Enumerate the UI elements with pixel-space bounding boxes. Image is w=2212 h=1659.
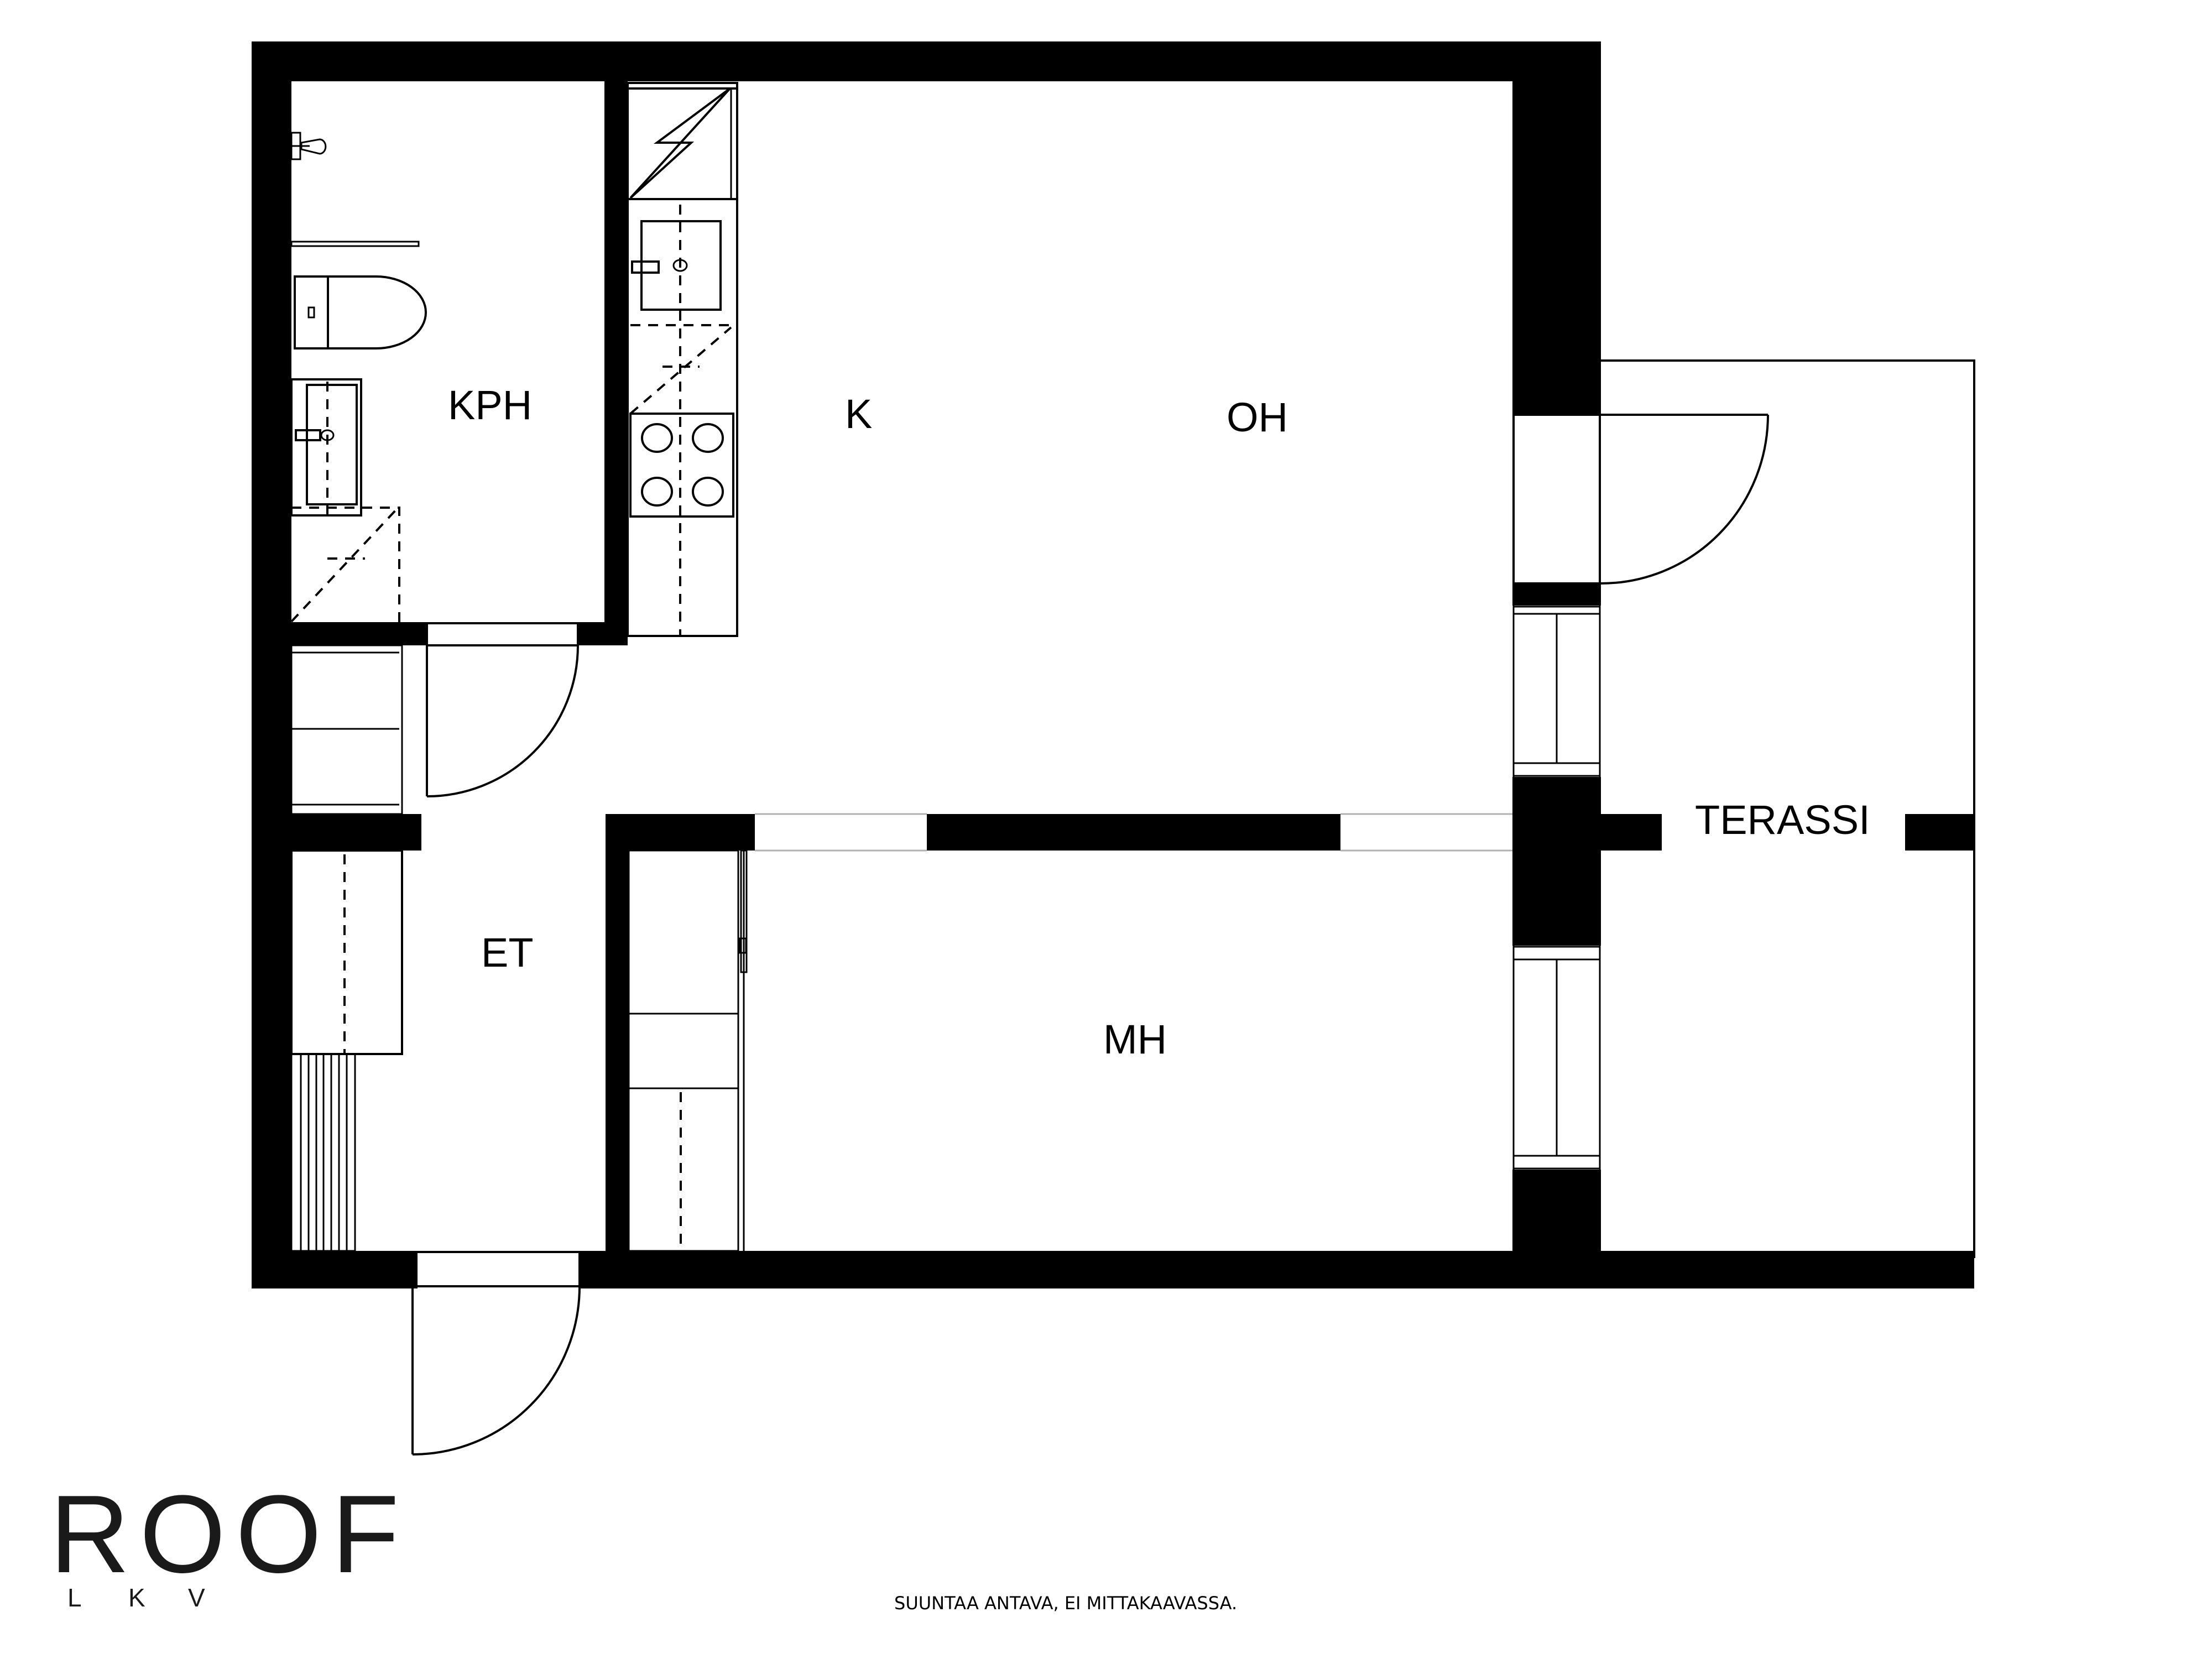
room-label-bedroom: MH: [1103, 1016, 1167, 1062]
terrace-door: [1512, 414, 1769, 585]
logo-sub-k: K: [128, 1583, 145, 1612]
room-label-living-room: OH: [1227, 394, 1288, 440]
scale-disclaimer: SUUNTAA ANTAVA, EI MITTAKAAVASSA.: [894, 1593, 1237, 1614]
room-label-kitchen: K: [845, 391, 872, 437]
bedroom-wardrobe: [628, 849, 748, 1252]
roof-lkv-logo: ROOF L K V: [50, 1473, 409, 1612]
shower-fixture: [290, 132, 327, 160]
logo-wordmark: ROOF: [50, 1473, 409, 1596]
kitchen-counter: [627, 82, 738, 637]
kitchen-sink: [631, 205, 722, 636]
window-lower: [1512, 946, 1601, 1170]
walls: [252, 41, 1974, 1288]
room-label-hallway: ET: [481, 930, 534, 975]
hallway-closet-upper: [290, 644, 403, 815]
logo-sub-l: L: [67, 1583, 82, 1612]
dishwasher-space: [629, 324, 733, 415]
window-upper: [1512, 606, 1601, 777]
bathroom-sink: [290, 378, 362, 517]
hallway-closet-lower: [290, 849, 403, 1055]
terrace-outline: [1601, 359, 1975, 1258]
bathroom-door: [426, 622, 579, 797]
logo-sub-v: V: [188, 1583, 205, 1612]
room-label-terrace: TERASSI: [1695, 797, 1870, 843]
entrance-door: [411, 1251, 581, 1455]
stove: [629, 413, 734, 518]
washing-machine-space: [290, 507, 400, 623]
shoe-rack: [290, 1053, 356, 1252]
bedroom-wall-openings: [755, 813, 1512, 852]
room-label-bathroom: KPH: [448, 382, 532, 428]
shower-glass-wall: [290, 241, 420, 247]
toilet: [294, 275, 427, 349]
